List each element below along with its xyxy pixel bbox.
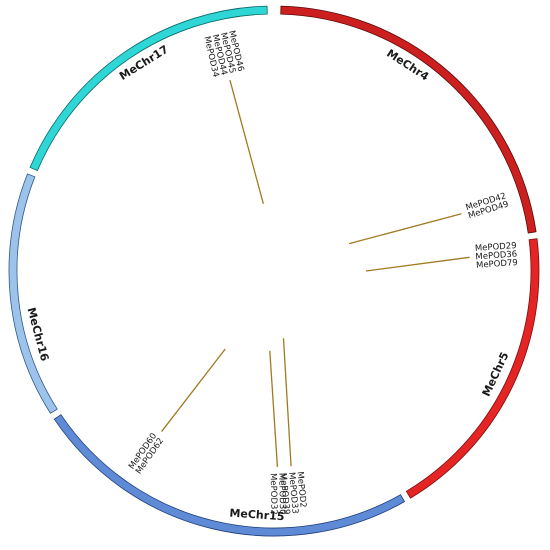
- gene-labels: MePOD34MePOD44MePOD45MePOD46MePOD42MePOD…: [127, 30, 518, 515]
- gene-links: [161, 79, 470, 468]
- gene-label-mepod29: MePOD29: [475, 241, 517, 254]
- gene-label-mepod30: MePOD30: [276, 473, 287, 515]
- chromosome-band-mechr16: [8, 173, 58, 414]
- chromosome-band-mechr4: [280, 5, 537, 234]
- gene-label-mepod33: MePOD33: [286, 472, 300, 514]
- chromosome-ring: [8, 5, 540, 537]
- gene-link: [161, 348, 226, 432]
- gene-link: [269, 350, 279, 468]
- gene-link: [229, 79, 264, 205]
- gene-label-mepod32: MePOD32: [268, 473, 279, 515]
- gene-link: [349, 213, 462, 245]
- gene-label-mepod2: MePOD2: [295, 471, 308, 508]
- gene-label-mepod39: MePOD39: [278, 473, 292, 515]
- gene-link: [282, 338, 292, 467]
- gene-link: [365, 256, 470, 272]
- gene-label-mepod79: MePOD79: [476, 258, 518, 271]
- chromosome-band-mechr17: [29, 5, 268, 172]
- chromosome-band-mechr15: [53, 414, 406, 537]
- chromosome-label-mechr15: MeChr15: [229, 507, 285, 524]
- gene-label-mepod36: MePOD36: [475, 250, 517, 263]
- chromosome-band-mechr5: [405, 238, 540, 499]
